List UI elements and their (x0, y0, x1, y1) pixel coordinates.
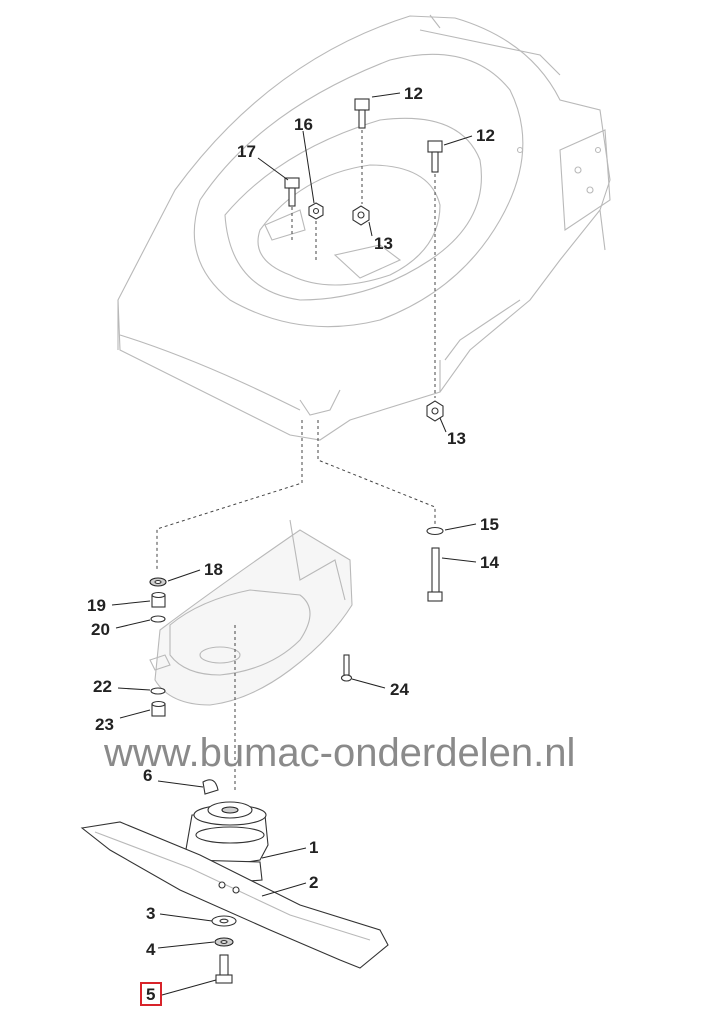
callout-1: 1 (309, 838, 318, 857)
screw-24 (340, 654, 353, 682)
callout-16: 16 (294, 115, 313, 134)
callout-13-bottom: 13 (447, 429, 466, 448)
bolt-17 (284, 177, 300, 207)
leader-lines (111, 92, 477, 996)
spacer-19 (151, 591, 166, 608)
deflector-guard (149, 519, 353, 706)
nut-13-top (352, 205, 370, 226)
blade-2 (80, 821, 389, 969)
callout-22: 22 (93, 677, 112, 696)
bolt-12-top (354, 98, 370, 129)
callout-3: 3 (146, 904, 155, 923)
callout-14: 14 (480, 553, 499, 572)
callout-13-top: 13 (374, 234, 393, 253)
key-6 (202, 779, 219, 795)
bolt-12-right (427, 140, 443, 173)
washer-22 (150, 687, 166, 695)
callout-15: 15 (480, 515, 499, 534)
callout-17: 17 (237, 142, 256, 161)
callout-5: 5 (146, 985, 155, 1004)
nut-13-bottom (426, 400, 444, 422)
callout-4: 4 (146, 940, 156, 959)
washer-20 (150, 615, 166, 623)
washer-3 (211, 915, 237, 927)
washer-15 (426, 526, 444, 536)
watermark-text: www.bumac-onderdelen.nl (103, 731, 575, 775)
mower-deck (117, 14, 611, 441)
callout-23: 23 (95, 715, 114, 734)
highlight-box-5 (140, 982, 162, 1006)
callout-18: 18 (204, 560, 223, 579)
washer-18 (149, 577, 167, 587)
callout-12-top: 12 (404, 84, 423, 103)
bolt-14 (427, 547, 443, 602)
nut-23 (151, 700, 166, 717)
callout-2: 2 (309, 873, 318, 892)
callout-6: 6 (143, 766, 152, 785)
callout-12-right: 12 (476, 126, 495, 145)
callout-labels: 12 12 16 17 13 13 15 14 18 19 20 22 23 2… (87, 84, 499, 1006)
callout-19: 19 (87, 596, 106, 615)
callout-24: 24 (390, 680, 409, 699)
nut-16 (308, 202, 324, 220)
bolt-5 (215, 954, 233, 984)
callout-20: 20 (91, 620, 110, 639)
washer-4 (214, 937, 234, 947)
